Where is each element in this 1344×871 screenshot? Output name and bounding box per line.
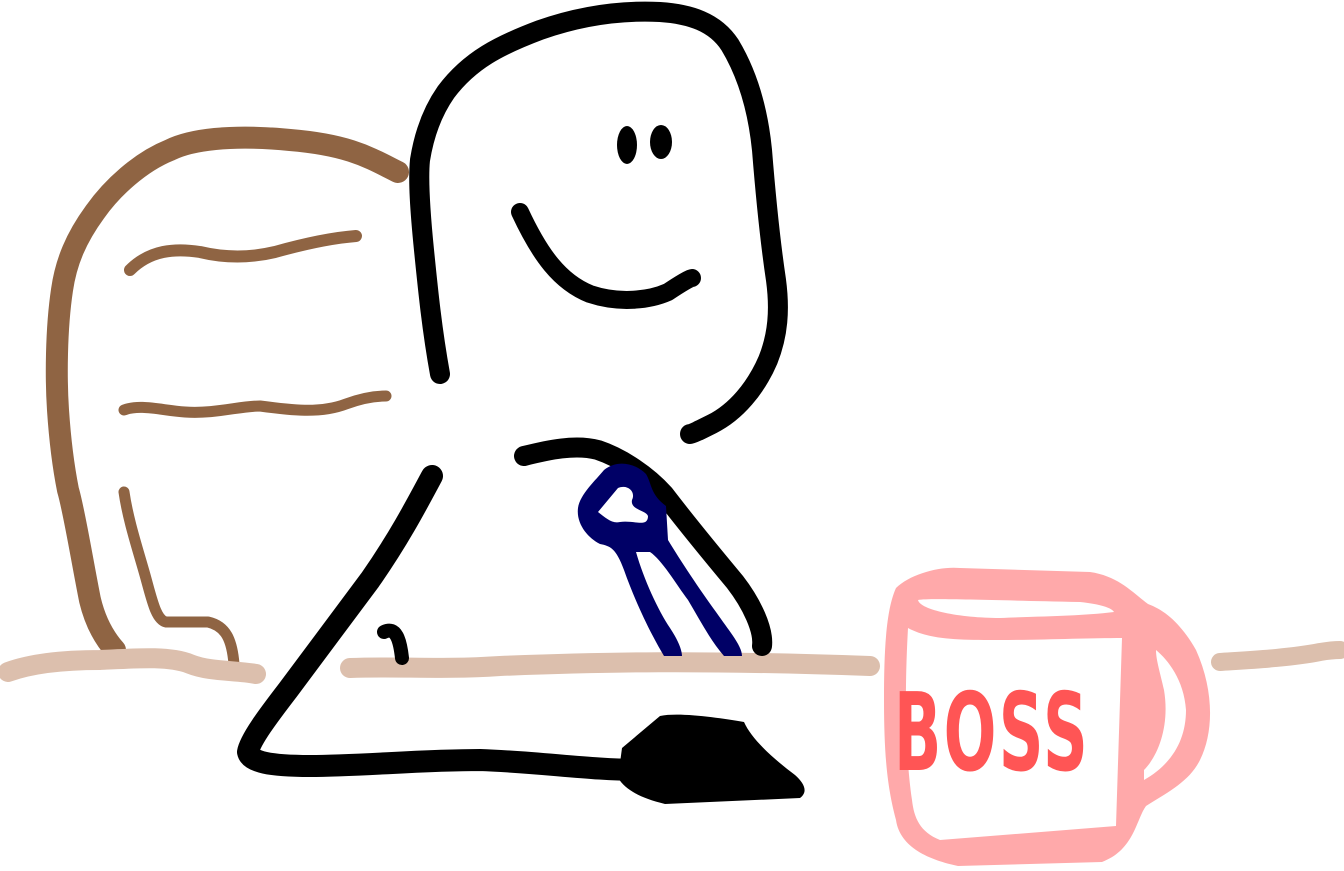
figure xyxy=(237,1,788,781)
pen-highlight xyxy=(598,486,648,523)
shoe xyxy=(618,714,805,804)
right-eye xyxy=(650,125,672,159)
chair-back xyxy=(45,126,409,661)
mug-handle-hole xyxy=(1144,650,1186,780)
resting-hand xyxy=(377,623,409,665)
chair-leg xyxy=(118,486,240,670)
table-edge-right xyxy=(1211,641,1344,671)
table-edge-middle xyxy=(340,652,880,678)
mug-front-panel xyxy=(905,628,1122,840)
writing-arm xyxy=(514,437,773,656)
body-lower xyxy=(237,465,651,781)
table-edge xyxy=(0,641,1344,684)
left-eye xyxy=(617,126,637,164)
smile xyxy=(511,203,701,309)
mug-label: BOSS xyxy=(894,671,1090,796)
pen xyxy=(577,463,742,656)
chair-slat-middle xyxy=(118,390,392,418)
mug: BOSS xyxy=(884,567,1211,866)
head-outline xyxy=(409,1,788,444)
chair xyxy=(45,126,409,670)
chair-slat-top xyxy=(124,230,362,276)
mug-rim-highlight xyxy=(918,599,1114,618)
table-edge-left xyxy=(0,648,266,684)
